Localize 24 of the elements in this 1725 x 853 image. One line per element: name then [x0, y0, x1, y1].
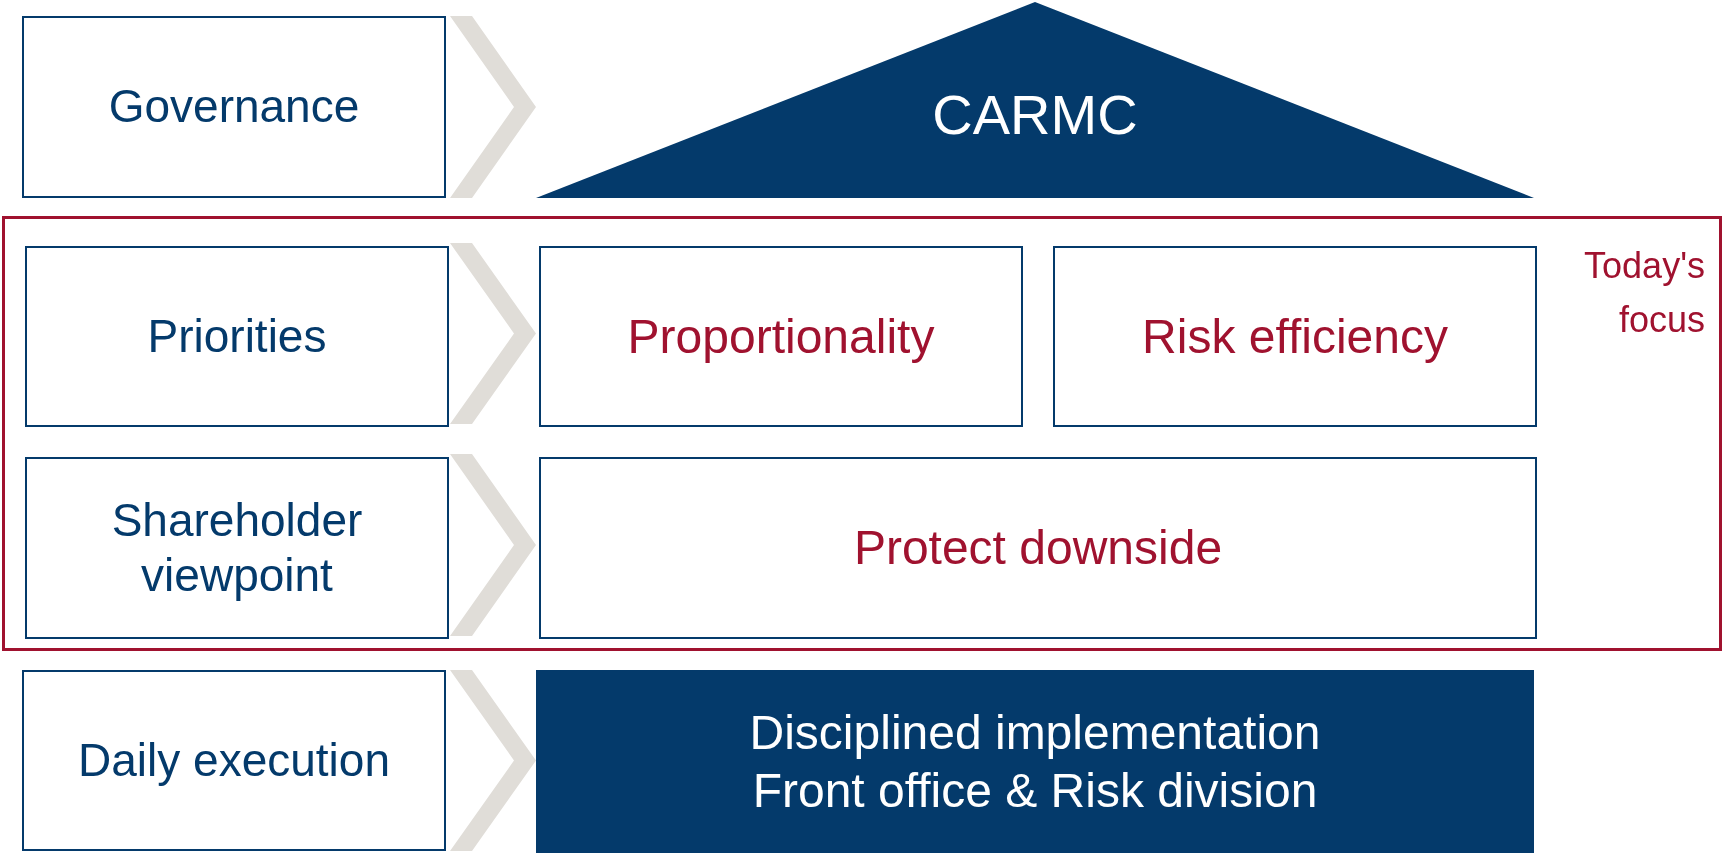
roof-label: CARMC: [932, 82, 1138, 149]
box-label: Disciplined implementation: [749, 704, 1321, 761]
box-label: Protect downside: [853, 520, 1223, 577]
box-label: Risk efficiency: [1142, 308, 1448, 365]
label-box: [25, 246, 449, 427]
box-label: Governance: [108, 79, 360, 135]
chevron-arrow: [450, 454, 536, 636]
box-label: Daily execution: [78, 732, 390, 788]
box-label: Priorities: [147, 308, 327, 364]
priority-box: [1053, 246, 1537, 427]
box-label: Shareholder viewpoint: [110, 492, 364, 603]
label-box: [22, 670, 446, 851]
priority-box: [539, 246, 1023, 427]
chevron-arrow: [450, 243, 536, 424]
label-box: [22, 16, 446, 198]
viewpoint-box: [539, 457, 1537, 639]
label-box: [25, 457, 449, 639]
focus-frame: [2, 216, 1722, 651]
focus-caption: Today's focus: [1583, 244, 1705, 342]
chevron-arrow: [450, 16, 536, 198]
box-label: Front office & Risk division: [752, 762, 1318, 819]
execution-bar: [536, 670, 1534, 853]
chevron-arrow: [450, 670, 536, 851]
box-label: Proportionality: [627, 308, 935, 365]
